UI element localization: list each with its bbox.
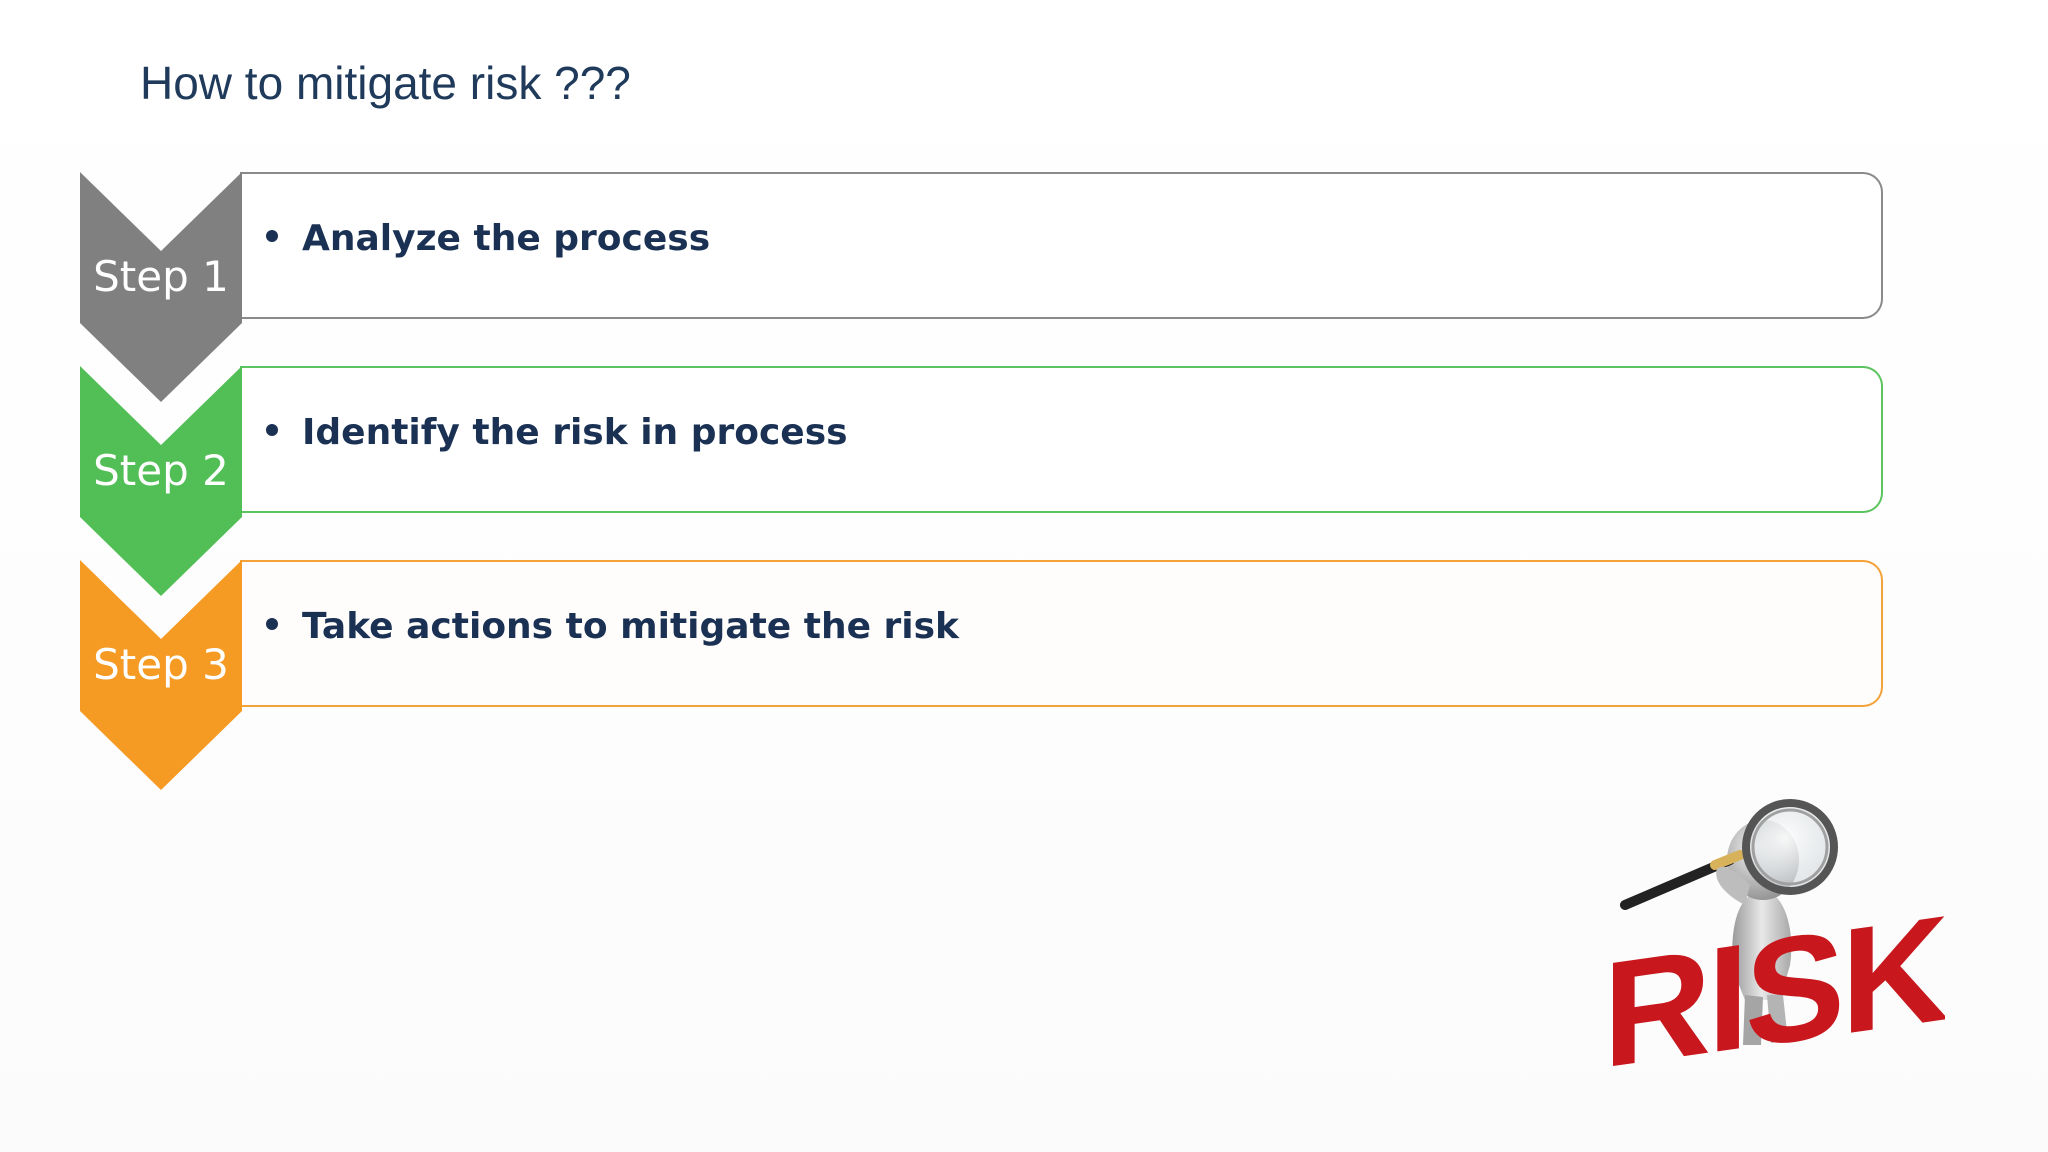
risk-magnifier-figure-icon: RISK (1603, 799, 1945, 1095)
step-row-2: Identify the risk in process Step 2 (80, 366, 1890, 606)
svg-text:RISK: RISK (1603, 884, 1945, 1095)
slide-title: How to mitigate risk ??? (140, 57, 631, 109)
step-2-bullet: Identify the risk in process (266, 412, 848, 453)
bullet-dot-icon (266, 424, 278, 436)
step-row-3: Take actions to mitigate the risk Step 3 (80, 560, 1890, 800)
step-1-box (240, 172, 1883, 319)
step-2-text: Identify the risk in process (302, 412, 848, 453)
step-1-chevron (80, 172, 242, 402)
step-1-label: Step 1 (93, 252, 229, 301)
step-2-label: Step 2 (93, 446, 229, 495)
step-3-bullet: Take actions to mitigate the risk (266, 606, 959, 647)
step-3-chevron (80, 560, 242, 790)
step-3-text: Take actions to mitigate the risk (302, 606, 959, 647)
bullet-dot-icon (266, 618, 278, 630)
step-3-label: Step 3 (93, 640, 229, 689)
step-2-box (240, 366, 1883, 513)
risk-word: RISK (1603, 884, 1945, 1095)
step-row-1: Analyze the process Step 1 (80, 172, 1890, 412)
step-1-text: Analyze the process (302, 218, 711, 259)
bullet-dot-icon (266, 230, 278, 242)
step-3-box (240, 560, 1883, 707)
step-1-bullet: Analyze the process (266, 218, 710, 259)
step-2-chevron (80, 366, 242, 596)
